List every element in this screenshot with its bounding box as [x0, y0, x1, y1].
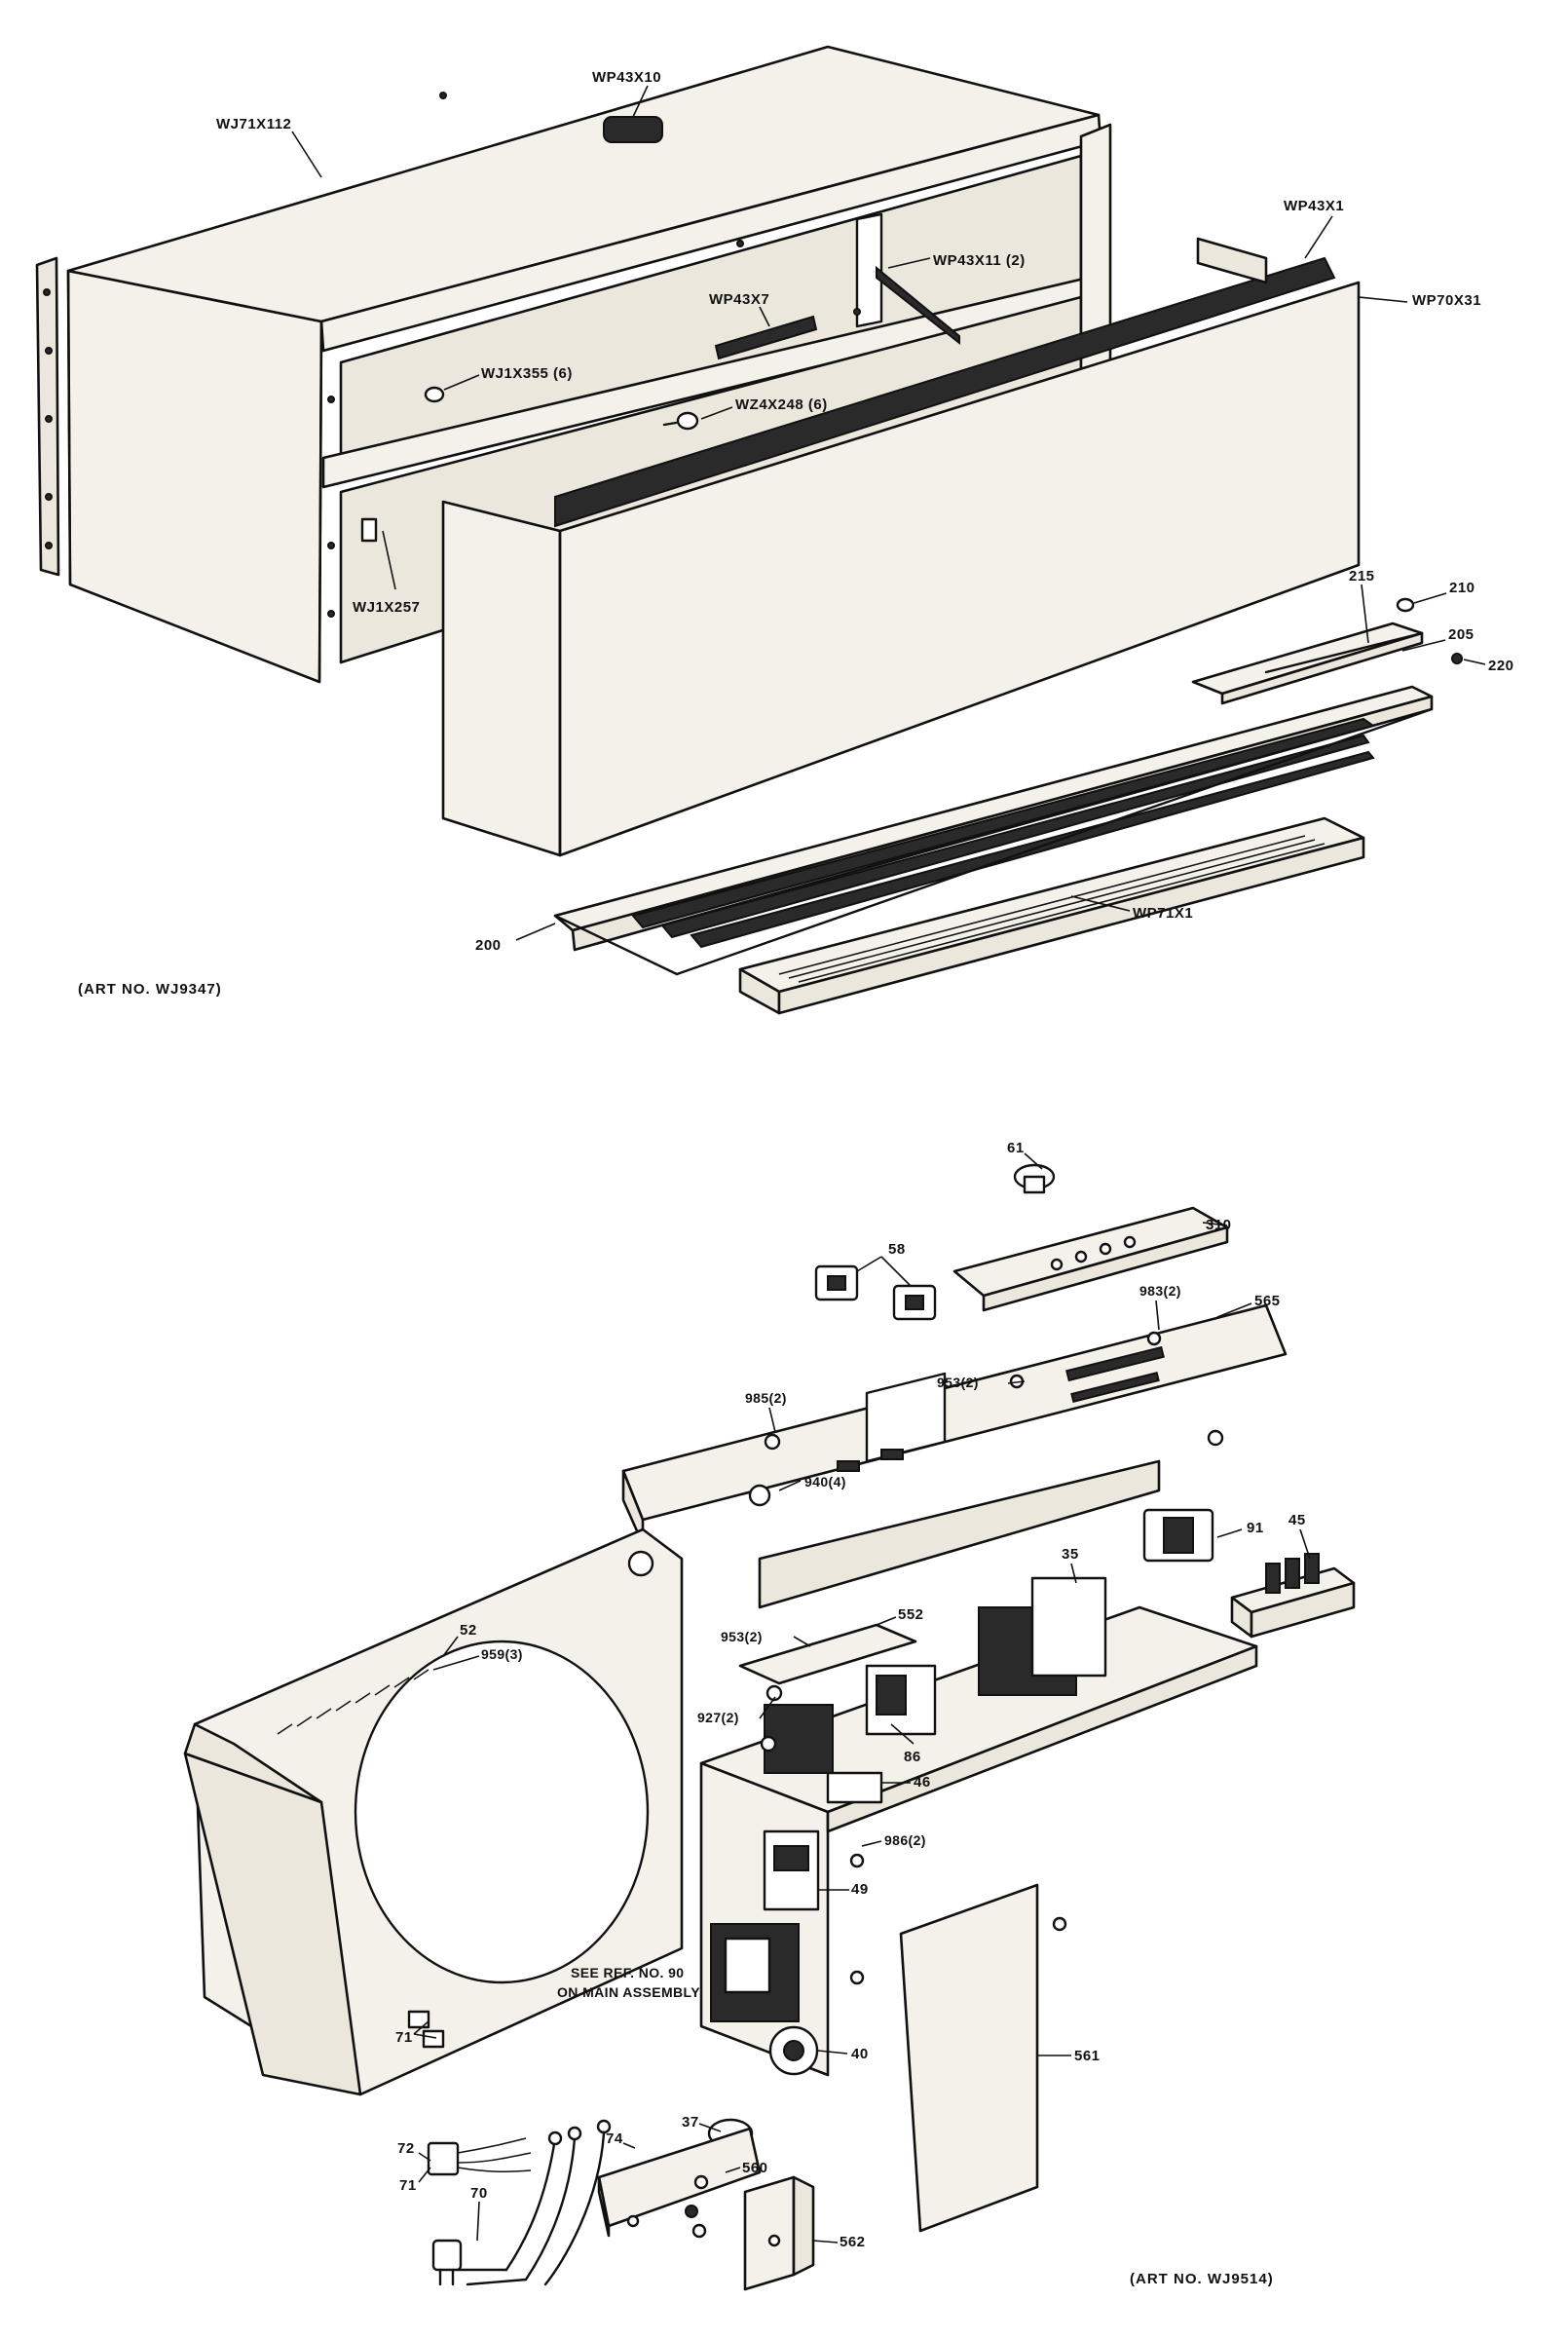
- label-940: 940(4): [804, 1474, 846, 1490]
- label-565: 565: [1254, 1293, 1281, 1309]
- lower-labels: 61 310 58 983(2) 565 985(2) 953(2) 940(4…: [395, 1140, 1306, 2287]
- grille-assembly-200: [553, 597, 1463, 976]
- plate-560: [597, 2127, 762, 2239]
- label-46: 46: [914, 1774, 931, 1791]
- label-91: 91: [1247, 1520, 1264, 1536]
- label-wp43x7: WP43X7: [709, 291, 769, 308]
- label-see-ref-1: SEE REF. NO. 90: [571, 1965, 684, 1980]
- label-49: 49: [851, 1881, 869, 1898]
- label-210: 210: [1449, 580, 1475, 596]
- label-220: 220: [1488, 658, 1514, 674]
- upper-assembly: WJ71X112 WP43X10 WP43X11 (2) WP43X1 WP43…: [35, 45, 1514, 1015]
- upper-labels: WJ71X112 WP43X10 WP43X11 (2) WP43X1 WP43…: [78, 69, 1514, 998]
- label-200: 200: [475, 937, 502, 954]
- label-562: 562: [840, 2234, 866, 2250]
- label-71b: 71: [399, 2177, 417, 2194]
- label-70: 70: [470, 2185, 488, 2202]
- label-205: 205: [1448, 626, 1475, 643]
- partition-slots: [277, 1669, 429, 1735]
- terminal-block-45: [1230, 1553, 1356, 1639]
- bracket-562: [743, 2175, 815, 2291]
- lower-assembly: 61 310 58 983(2) 565 985(2) 953(2) 940(4…: [183, 1140, 1356, 2291]
- label-wz4x248: WZ4X248 (6): [735, 396, 828, 413]
- line-cord-70: [431, 2119, 612, 2286]
- label-58: 58: [888, 1241, 906, 1258]
- connectors-71-72: [407, 2010, 532, 2176]
- label-wp43x1: WP43X1: [1284, 198, 1344, 214]
- label-86: 86: [904, 1749, 921, 1765]
- label-wp43x10: WP43X10: [592, 69, 661, 86]
- label-wj71x112: WJ71X112: [216, 116, 291, 132]
- label-953b: 953(2): [721, 1629, 763, 1644]
- partition-52: [183, 1527, 684, 2096]
- label-35: 35: [1062, 1546, 1079, 1563]
- label-561: 561: [1074, 2048, 1101, 2064]
- art-number-lower: (ART NO. WJ9514): [1130, 2271, 1274, 2287]
- wall-sleeve-wj71x112: [35, 45, 1112, 684]
- label-see-ref-2: ON MAIN ASSEMBLY: [557, 1984, 700, 2000]
- label-37: 37: [682, 2114, 699, 2131]
- label-552: 552: [898, 1606, 924, 1623]
- label-983: 983(2): [1139, 1283, 1181, 1299]
- label-72: 72: [397, 2140, 415, 2157]
- label-215: 215: [1349, 568, 1375, 584]
- label-927: 927(2): [697, 1710, 739, 1725]
- label-959: 959(3): [481, 1646, 523, 1662]
- label-74: 74: [606, 2131, 623, 2147]
- label-wp43x11: WP43X11 (2): [933, 252, 1026, 269]
- label-wp71x1: WP71X1: [1133, 905, 1193, 922]
- label-wj1x257: WJ1X257: [353, 599, 420, 616]
- label-986: 986(2): [884, 1832, 926, 1848]
- label-310: 310: [1206, 1217, 1232, 1233]
- label-wj1x355: WJ1X355 (6): [481, 365, 573, 382]
- switches-58: [814, 1264, 937, 1321]
- label-wp70x31: WP70X31: [1412, 292, 1481, 309]
- label-45: 45: [1288, 1512, 1306, 1528]
- bottom-grille-wp71x1: [738, 816, 1365, 1015]
- label-560: 560: [742, 2160, 768, 2176]
- control-panel-310: [952, 1163, 1229, 1312]
- label-52: 52: [460, 1622, 477, 1639]
- upper-leader-lines: [291, 85, 1486, 941]
- art-number-upper: (ART NO. WJ9347): [78, 981, 222, 998]
- label-953a: 953(2): [937, 1375, 979, 1390]
- control-box: [699, 1576, 1258, 2149]
- grille-slots: [778, 835, 1325, 983]
- cover-561: [899, 1883, 1067, 2233]
- lower-leader-lines: [413, 1152, 1311, 2244]
- transformer-91: [1142, 1508, 1214, 1563]
- label-71a: 71: [395, 2029, 413, 2046]
- front-cabinet-wp70x31: [441, 237, 1361, 857]
- label-61: 61: [1007, 1140, 1025, 1156]
- label-40: 40: [851, 2046, 869, 2062]
- control-bracket-565: [621, 1303, 1288, 1609]
- label-985: 985(2): [745, 1390, 787, 1406]
